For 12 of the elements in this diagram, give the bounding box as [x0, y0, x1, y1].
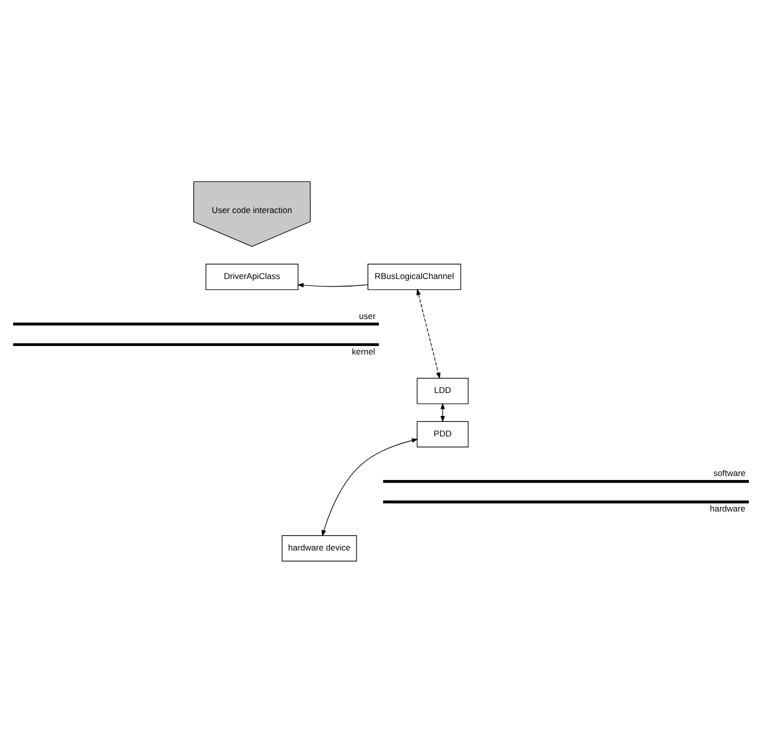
node-box: hardware device — [282, 534, 357, 562]
label: kernel — [352, 346, 376, 356]
label: hardware — [710, 503, 746, 514]
arrow — [322, 438, 418, 536]
node-box: RBusLogicalChannel — [368, 263, 462, 290]
node-box: PDD — [416, 420, 469, 447]
arrow — [297, 282, 368, 287]
node-box: LDD — [416, 377, 469, 404]
arrow — [416, 288, 440, 379]
node-box: DriverApiClass — [206, 263, 298, 290]
label: user — [359, 310, 376, 320]
label: software — [713, 468, 746, 478]
